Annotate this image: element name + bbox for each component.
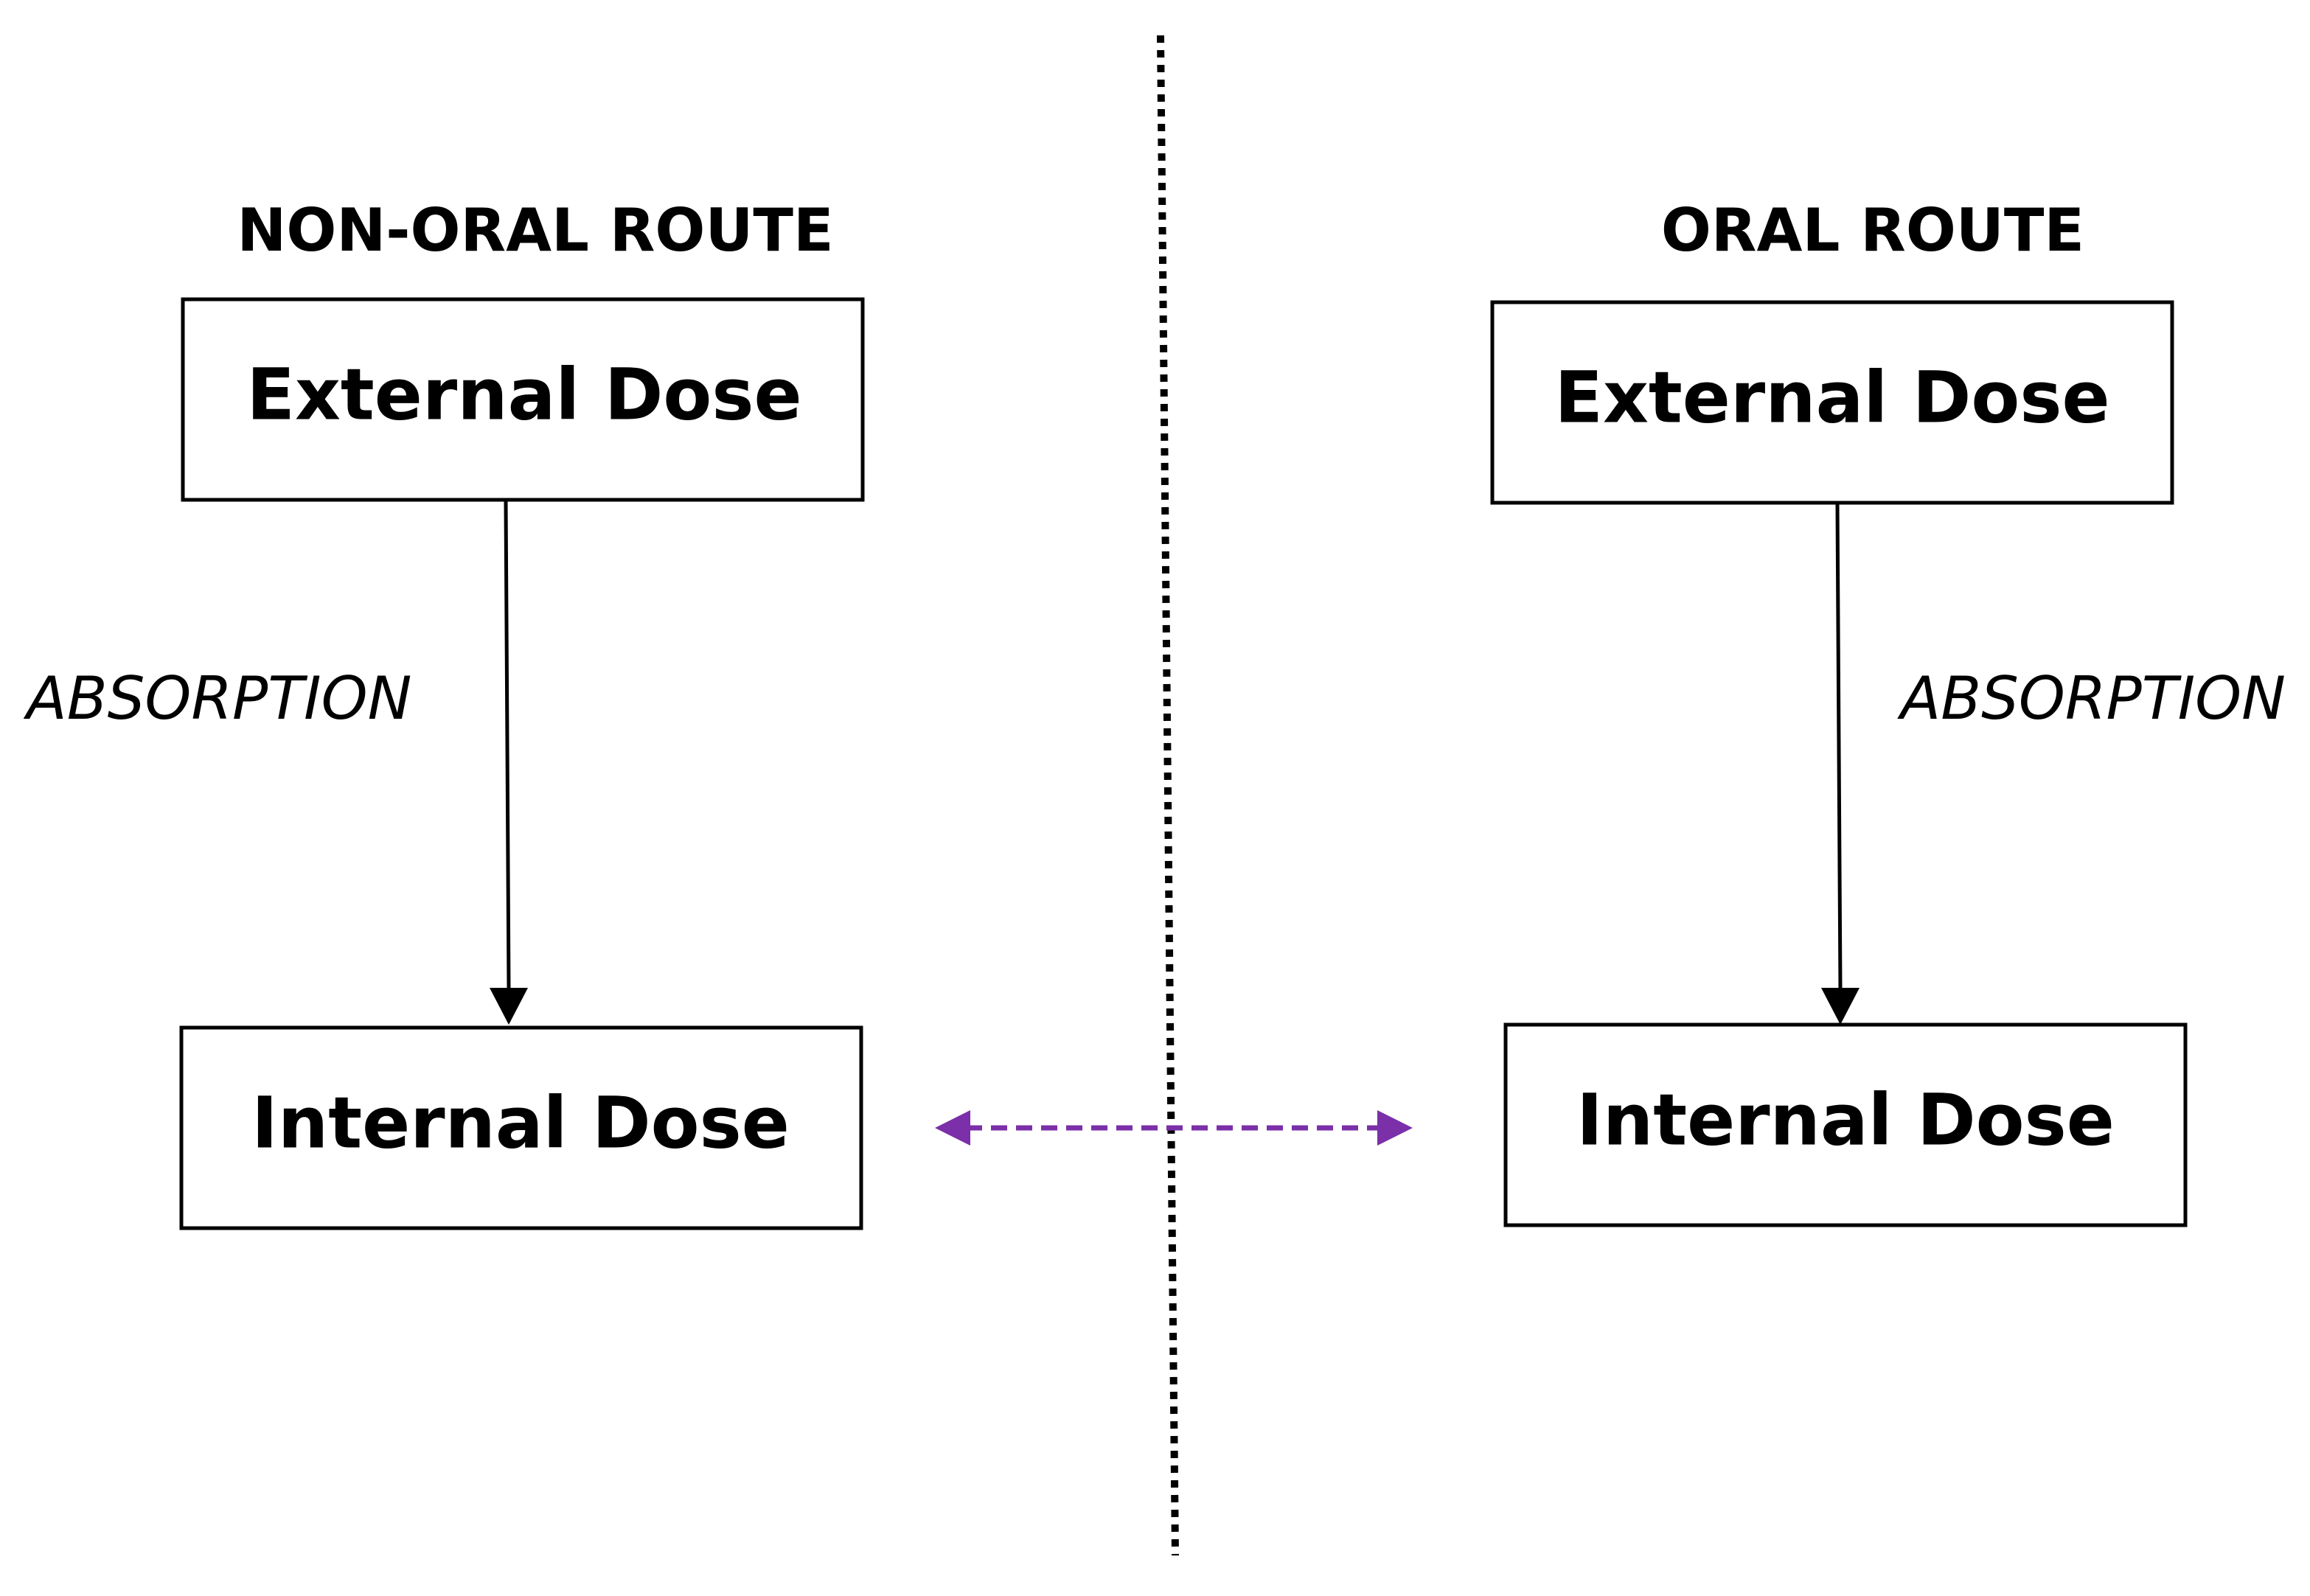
left-external-dose-box: External Dose bbox=[181, 297, 865, 502]
right-external-dose-label: External Dose bbox=[1554, 356, 2109, 439]
right-external-dose-box: External Dose bbox=[1490, 300, 2174, 505]
left-absorption-label: ABSORPTION bbox=[23, 664, 411, 733]
right-absorption-arrow bbox=[1821, 503, 1860, 1025]
center-divider bbox=[1157, 35, 1179, 1556]
comparison-double-arrow bbox=[935, 1110, 1413, 1146]
right-route-title: ORAL ROUTE bbox=[1661, 196, 2084, 265]
left-external-dose-label: External Dose bbox=[246, 353, 801, 436]
left-absorption-arrow bbox=[490, 501, 528, 1025]
right-internal-dose-box: Internal Dose bbox=[1503, 1022, 2188, 1227]
left-internal-dose-box: Internal Dose bbox=[179, 1025, 863, 1230]
left-internal-dose-label: Internal Dose bbox=[251, 1081, 790, 1164]
right-absorption-label: ABSORPTION bbox=[1897, 664, 2286, 733]
left-route-title: NON-ORAL ROUTE bbox=[237, 196, 833, 265]
right-internal-dose-label: Internal Dose bbox=[1576, 1078, 2115, 1161]
